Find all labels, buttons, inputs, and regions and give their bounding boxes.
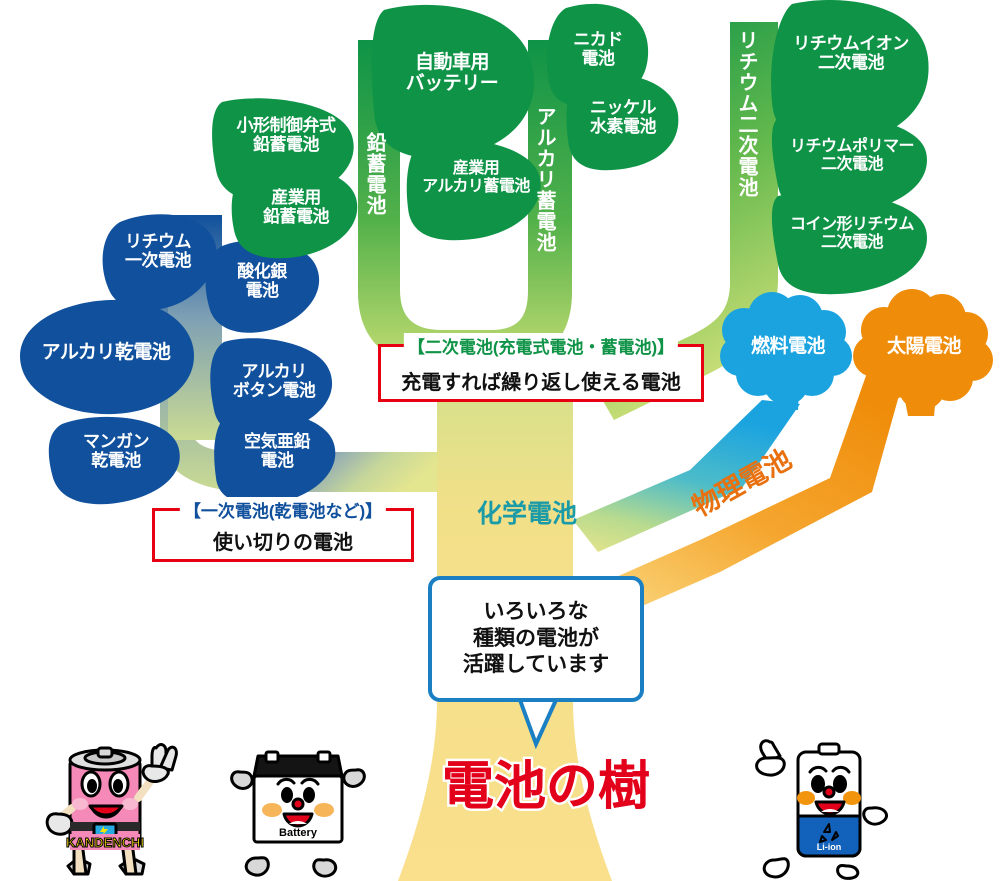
callout-primary-subtitle: 使い切りの電池 [213, 532, 353, 554]
callout-secondary-title: 【二次電池(充電式電池・蓄電池)】 [403, 333, 679, 358]
primary-leaves [20, 214, 336, 505]
mascot-car-battery: Battery [230, 750, 366, 878]
page-title: 電池の樹 [442, 758, 651, 816]
leaf-zinc-air [214, 410, 336, 505]
branch-label-lithium-secondary: リチウム二次電池 [735, 30, 757, 198]
leaf-coin-lithium [771, 191, 927, 295]
mascot-kandenchi-label: KANDENCHI [66, 835, 144, 850]
solar-cell-blob [853, 289, 993, 416]
branch-label-lead-acid: 鉛蓄電池 [363, 132, 385, 216]
speech-bubble-text: いろいろな 種類の電池が 活躍しています [462, 599, 610, 677]
fuel-cell-blob [720, 292, 852, 410]
leaf-industrial-lead [231, 164, 358, 259]
leaf-manganese [48, 416, 180, 505]
speech-bubble: いろいろな 種類の電池が 活躍しています [428, 576, 644, 702]
mascot-li-ion: Li-ion [755, 739, 888, 880]
secondary-leaves [212, 0, 929, 295]
callout-secondary-subtitle: 充電すれば繰り返し使える電池 [401, 372, 681, 394]
branch-alkaline [442, 40, 572, 368]
callout-primary-battery: 【一次電池(乾電池など)】 使い切りの電池 [152, 497, 414, 562]
leaf-lithium-primary [102, 214, 217, 311]
leaf-alkaline-dry [20, 299, 194, 415]
leaf-silver-oxide [205, 240, 320, 333]
mascot-li-ion-label: Li-ion [817, 842, 842, 852]
page-title-outline: 電池の樹 [439, 756, 652, 819]
callout-primary-title: 【一次電池(乾電池など)】 [179, 497, 387, 522]
mascot-car-battery-label: Battery [279, 827, 318, 839]
solar-stem [573, 370, 905, 624]
leaf-nimh [566, 73, 679, 171]
fuel-stem [573, 400, 800, 552]
mascot-kandenchi: KANDENCHI [45, 743, 178, 876]
leaf-car-battery [371, 4, 534, 159]
branch-label-alkaline-storage: アルカリ蓄電池 [533, 106, 555, 253]
leaf-li-polymer [771, 113, 927, 215]
callout-secondary-battery: 【二次電池(充電式電池・蓄電池)】 充電すれば繰り返し使える電池 [378, 333, 704, 402]
leaf-li-ion [771, 0, 929, 145]
leaf-industrial-alkaline [406, 138, 541, 241]
trunk-label-chemical-battery: 化学電池 [477, 500, 578, 528]
